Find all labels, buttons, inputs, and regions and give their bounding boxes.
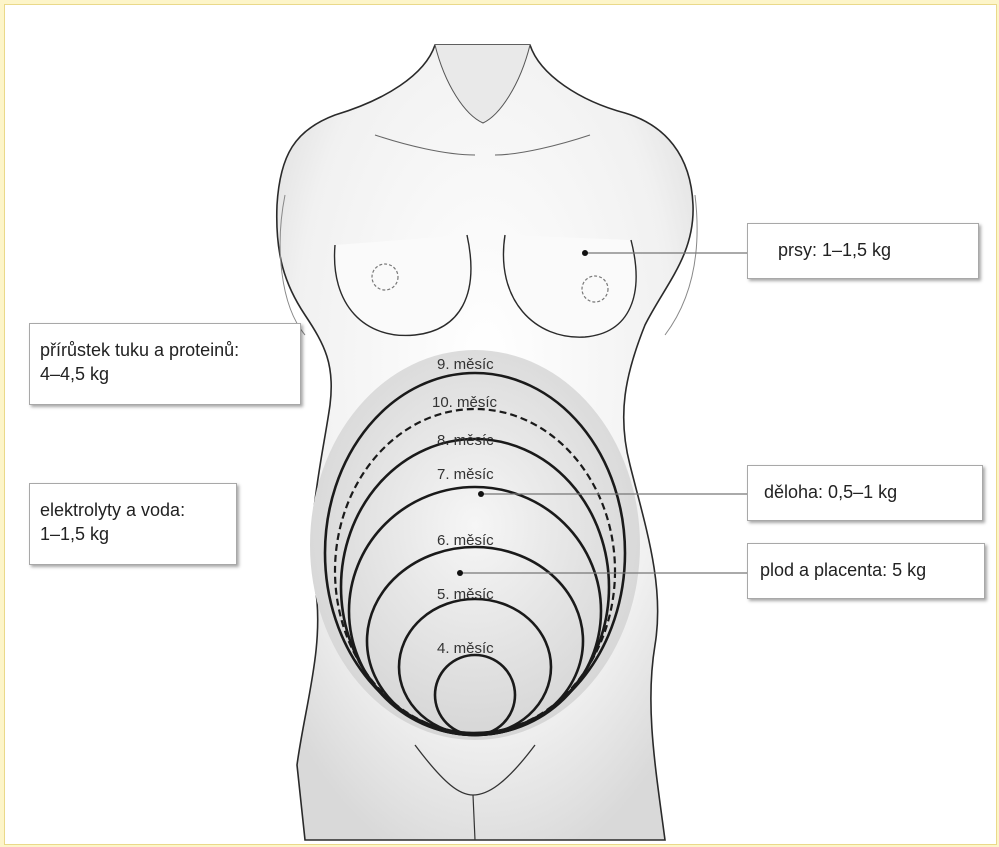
dot-fetus [457, 570, 463, 576]
dot-uterus [478, 491, 484, 497]
label-month-4: 4. měsíc [437, 640, 494, 657]
callout-uterus: děloha: 0,5–1 kg [747, 465, 983, 521]
label-month-10: 10. měsíc [432, 394, 498, 411]
callout-fetus-placenta: plod a placenta: 5 kg [747, 543, 985, 599]
callout-electrolytes: elektrolyty a voda: 1–1,5 kg [29, 483, 237, 565]
label-month-9: 9. měsíc [437, 356, 494, 373]
callout-breasts: prsy: 1–1,5 kg [747, 223, 979, 279]
label-month-8: 8. měsíc [437, 432, 494, 449]
figure-frame: 9. měsíc 10. měsíc 8. měsíc 7. měsíc 6. … [4, 4, 997, 845]
callout-fat-protein: přírůstek tuku a proteinů: 4–4,5 kg [29, 323, 301, 405]
label-month-6: 6. měsíc [437, 532, 494, 549]
dot-breasts [582, 250, 588, 256]
label-month-5: 5. měsíc [437, 586, 494, 603]
pregnant-body-illustration: 9. měsíc 10. měsíc 8. měsíc 7. měsíc 6. … [5, 5, 996, 844]
label-month-7: 7. měsíc [437, 466, 494, 483]
